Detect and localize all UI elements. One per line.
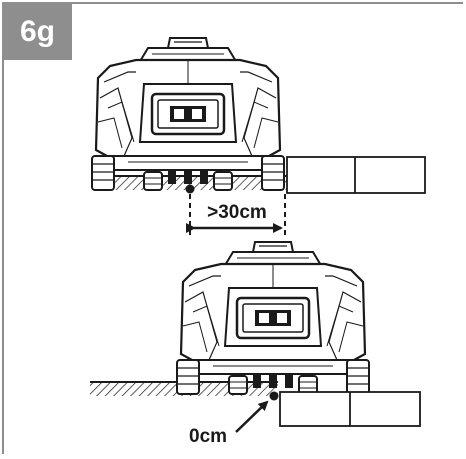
step-label: 6g: [19, 15, 55, 48]
step-badge: 6g: [3, 3, 72, 60]
paving-top: [286, 156, 426, 194]
top-scene: >30cm: [90, 36, 426, 236]
distance-far-label: >30cm: [207, 202, 267, 223]
mower-bottom: [175, 240, 371, 396]
mower-top: [90, 36, 286, 192]
boundary-wire-dot-bottom: [269, 391, 279, 401]
distance-zero-label: 0cm: [189, 426, 227, 447]
bottom-scene: 0cm: [90, 240, 421, 447]
pointer-arrow: [235, 400, 269, 433]
boundary-wire-dot-top: [185, 184, 195, 194]
